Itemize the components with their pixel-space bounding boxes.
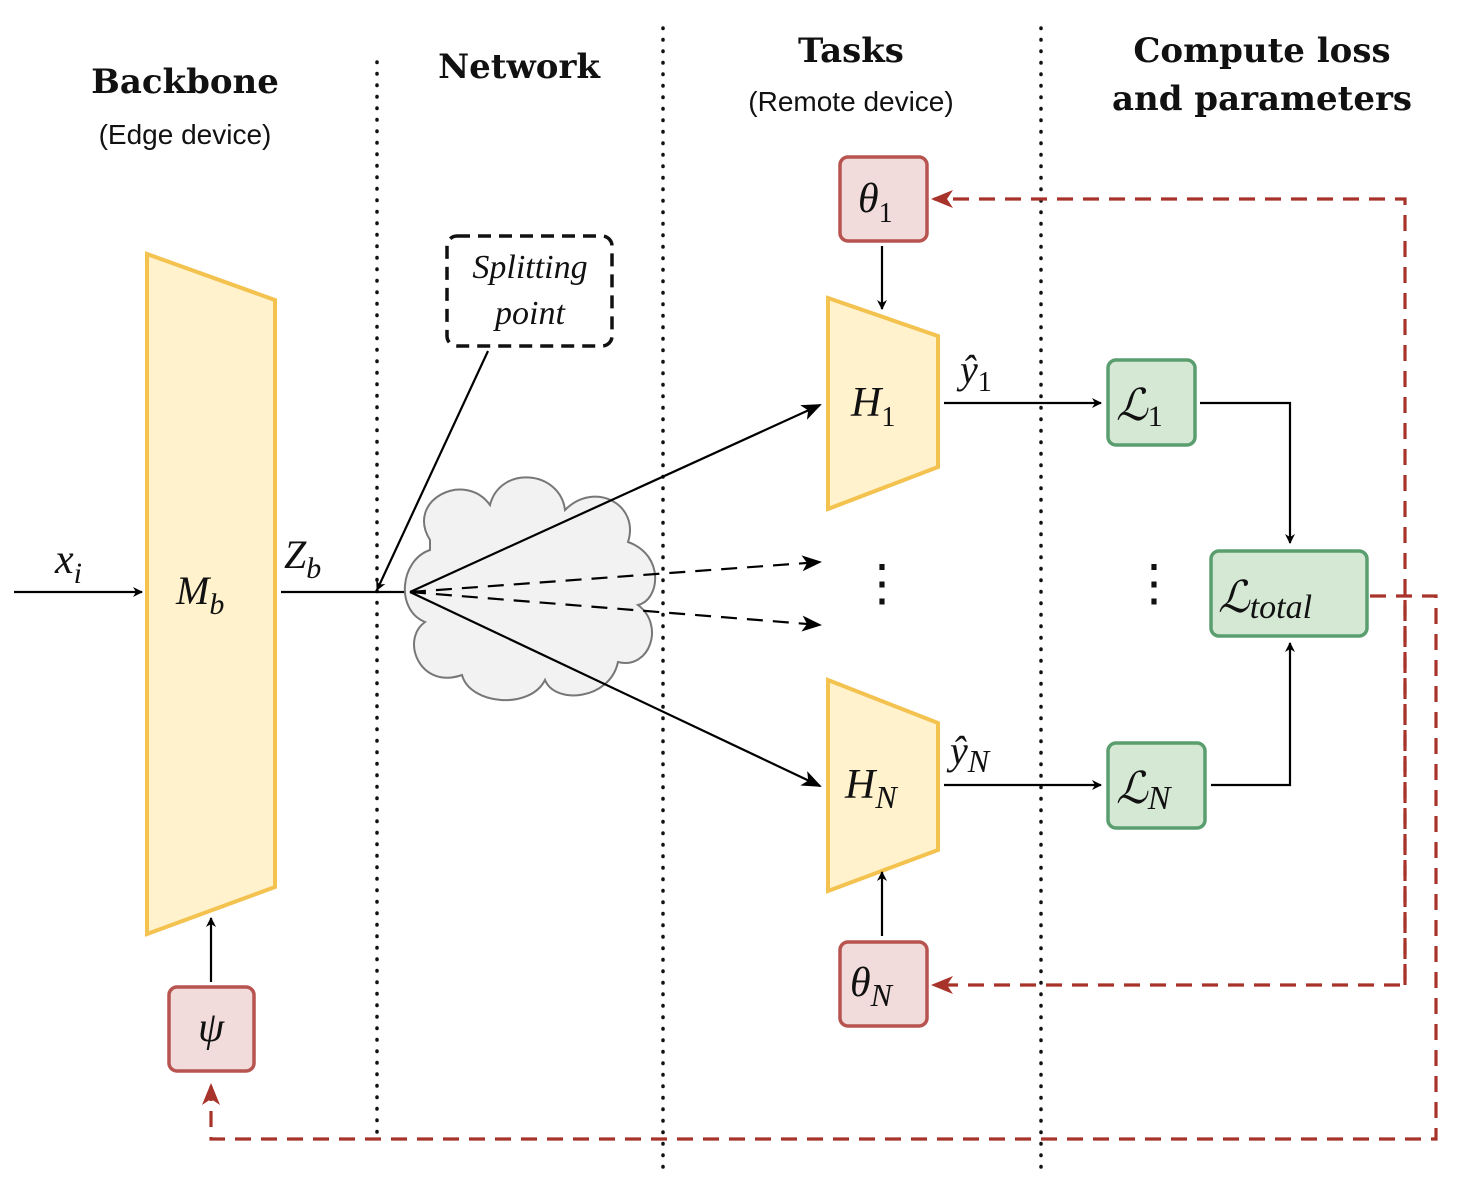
yhatN-label: ŷN bbox=[946, 728, 991, 779]
zb-label: Zb bbox=[284, 532, 321, 585]
theta1-param-label: θ1 bbox=[858, 176, 893, 229]
backbone-subheader: (Edge device) bbox=[99, 119, 272, 150]
feedback-psi-line bbox=[202, 594, 1438, 1141]
loss-lN-label: ℒN bbox=[1116, 764, 1173, 817]
tasks-header: Tasks bbox=[798, 31, 904, 71]
head-h1 bbox=[826, 295, 940, 512]
network-header: Network bbox=[438, 47, 601, 87]
thetaN-param-box bbox=[838, 940, 929, 1028]
theta1-param-box bbox=[838, 155, 929, 243]
compute-header-line1: Compute loss bbox=[1133, 31, 1390, 71]
cloud-dashed-arrow-upper bbox=[409, 555, 822, 594]
lN-to-total-arrow bbox=[1211, 642, 1295, 787]
splitting-point-line1: Splitting bbox=[472, 249, 587, 286]
input-label: xi bbox=[54, 537, 82, 590]
total-loss-box bbox=[1209, 549, 1369, 638]
loss-lN-box bbox=[1106, 741, 1207, 830]
cloud-to-hN-arrow bbox=[409, 591, 822, 787]
cloud-dashed-arrow-lower bbox=[409, 590, 822, 632]
compute-header-line2: and parameters bbox=[1112, 79, 1412, 119]
backbone-model bbox=[145, 251, 277, 937]
loss-l1-box bbox=[1106, 358, 1197, 447]
feedback-theta1-line bbox=[931, 190, 1407, 985]
network-cloud bbox=[403, 476, 657, 701]
psi-param-box bbox=[167, 985, 256, 1073]
head-h1-label: H1 bbox=[850, 380, 895, 433]
splitting-point-line2: point bbox=[493, 295, 566, 332]
head-hN-label: HN bbox=[844, 762, 898, 815]
yhat1-label: ŷ1 bbox=[956, 347, 992, 398]
losses-ellipsis: ⋮ bbox=[1129, 555, 1179, 611]
total-loss-label: ℒtotal bbox=[1218, 573, 1312, 626]
thetaN-param-label: θN bbox=[850, 960, 894, 1013]
loss-l1-label: ℒ1 bbox=[1116, 381, 1163, 433]
l1-to-total-arrow bbox=[1200, 401, 1295, 544]
backbone-model-label: Mb bbox=[175, 568, 224, 621]
cloud-to-h1-arrow bbox=[409, 403, 822, 594]
splitting-point-pointer bbox=[376, 350, 489, 591]
psi-param-label: ψ bbox=[198, 1005, 225, 1051]
backbone-header: Backbone bbox=[91, 62, 279, 102]
splitting-point-callout bbox=[445, 234, 614, 348]
tasks-subheader: (Remote device) bbox=[748, 86, 953, 117]
head-hN bbox=[826, 677, 940, 894]
tasks-ellipsis: ⋮ bbox=[857, 555, 907, 611]
